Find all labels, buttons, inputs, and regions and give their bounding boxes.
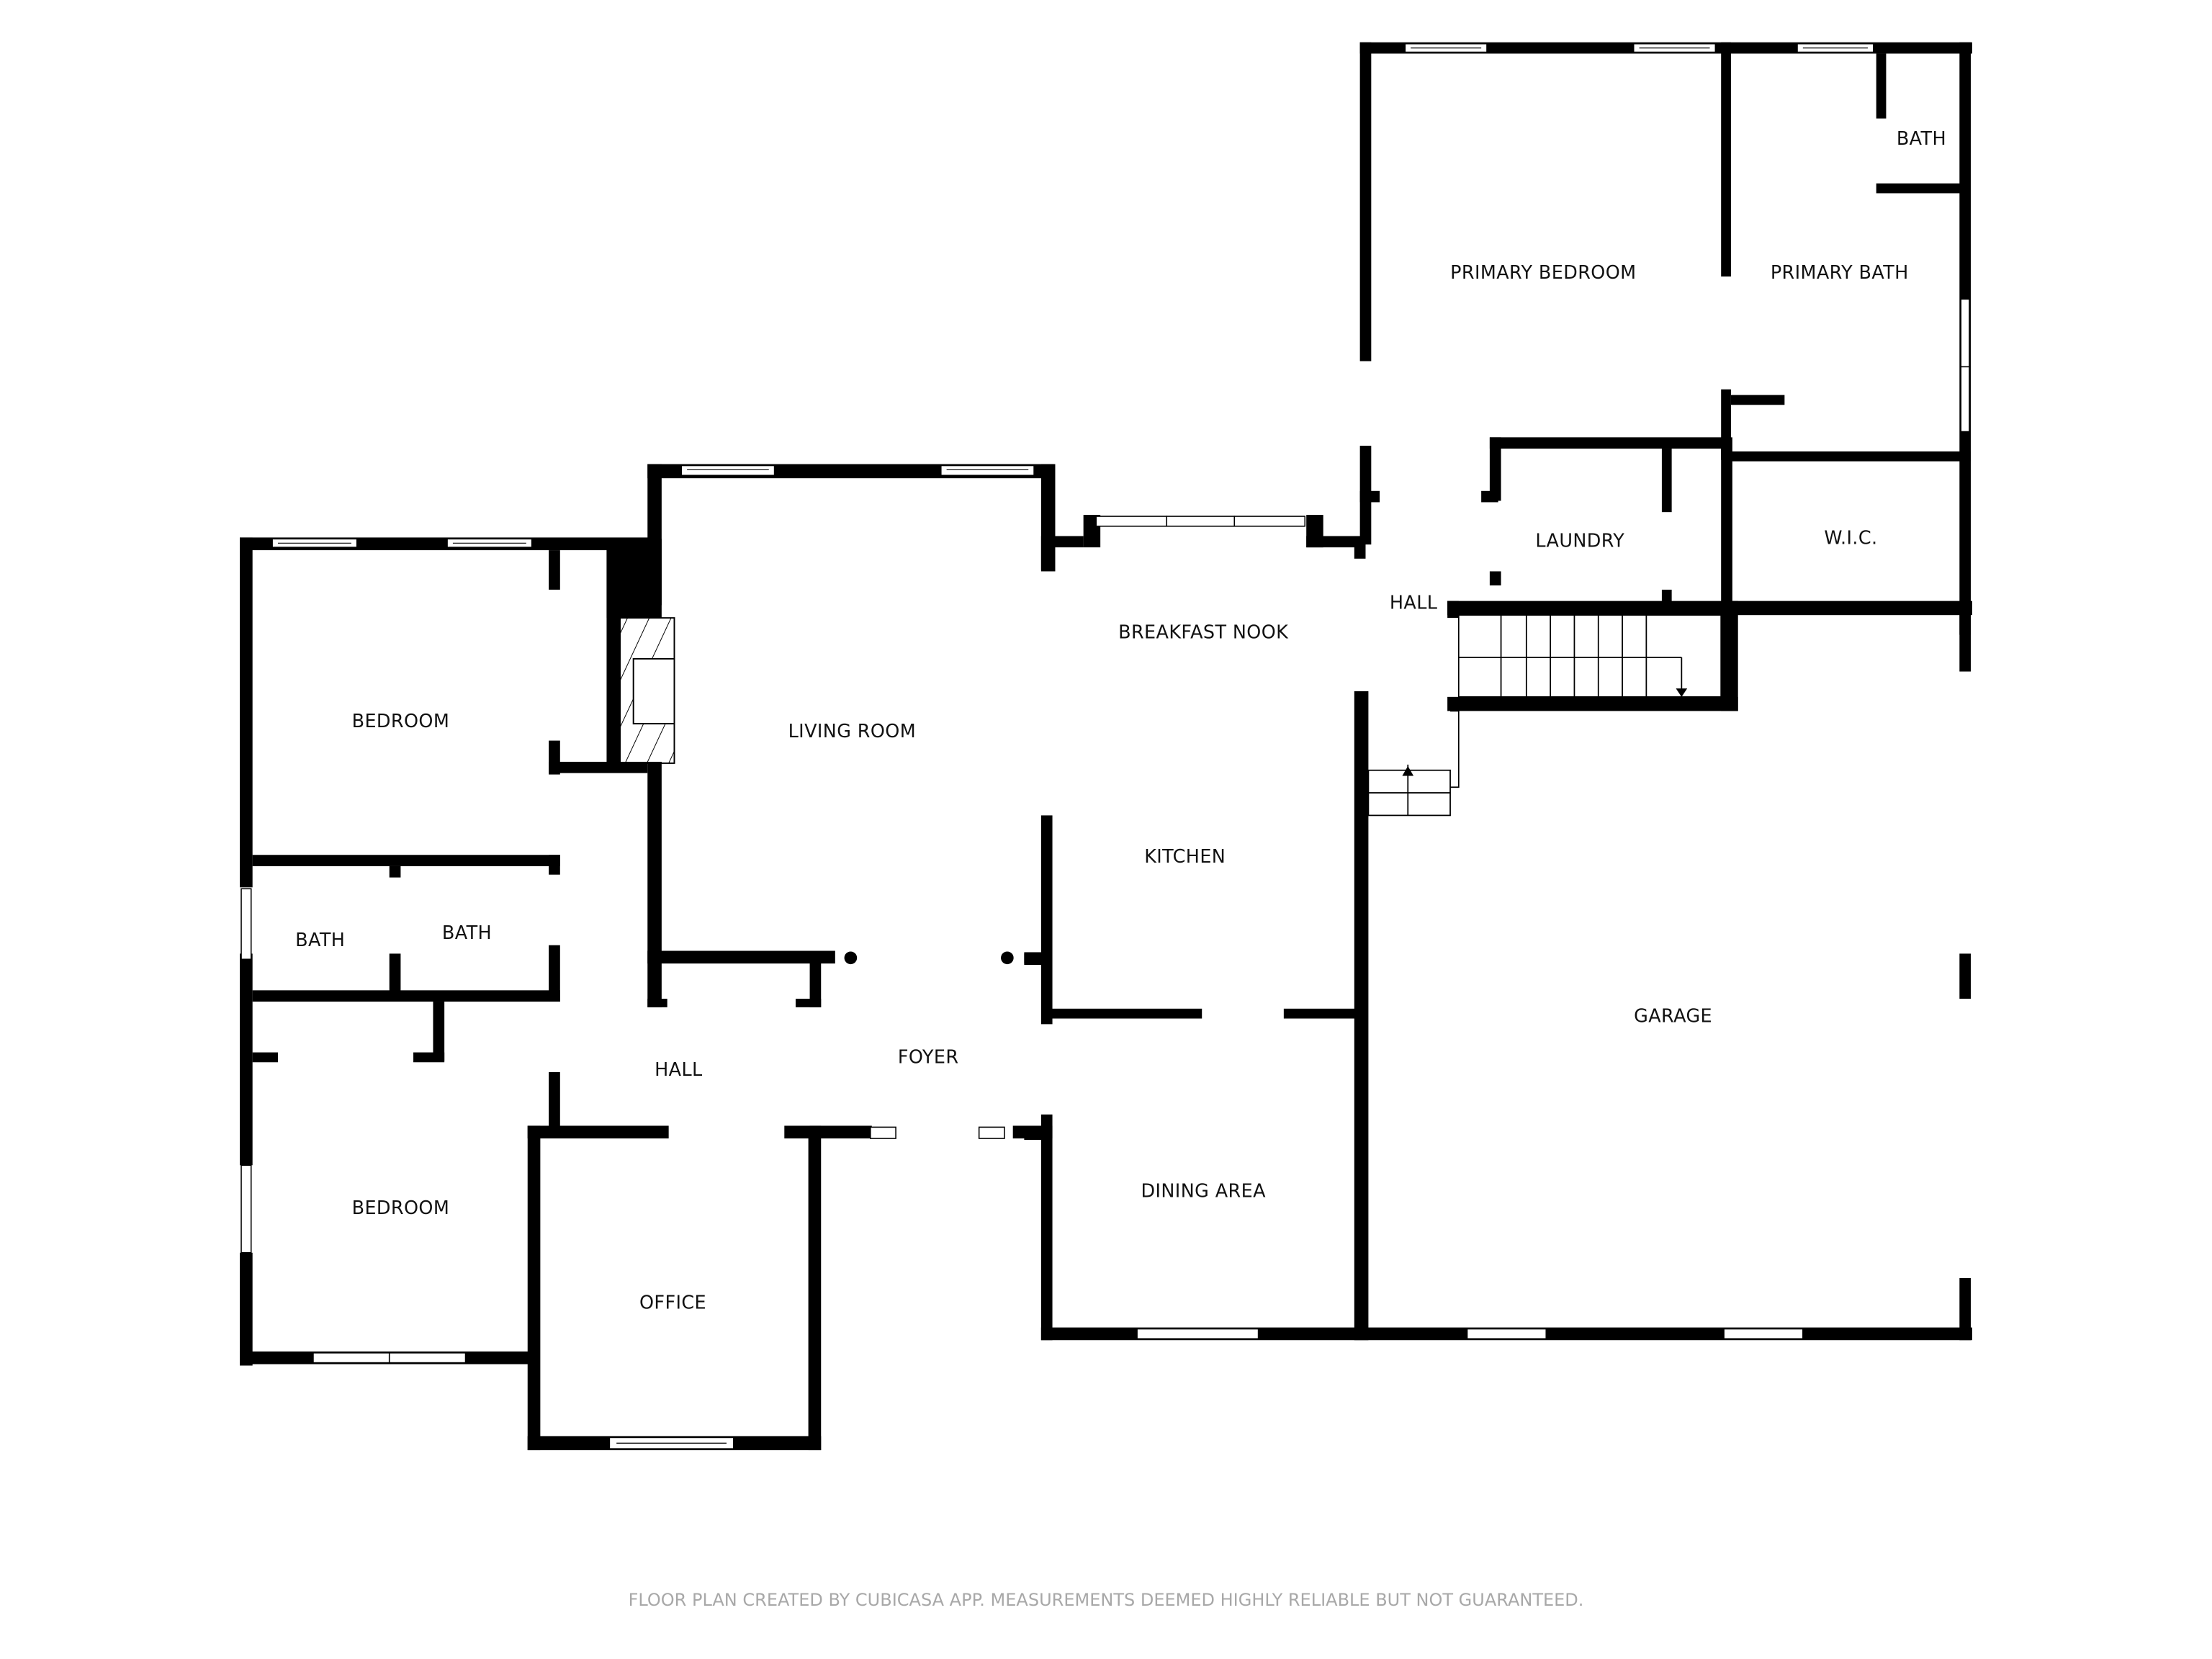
room-labels: PRIMARY BEDROOM PRIMARY BATH BATH W.I.C.… [295, 128, 1946, 1313]
room-label-kitchen: KITCHEN [1144, 846, 1226, 868]
room-label-hall-west: HALL [655, 1059, 703, 1081]
room-label-bedroom-north: BEDROOM [352, 711, 450, 732]
room-label-office: OFFICE [639, 1292, 706, 1313]
walls [240, 42, 1972, 1451]
disclaimer-footer: FLOOR PLAN CREATED BY CUBICASA APP. MEAS… [628, 1590, 1584, 1610]
room-label-living-room: LIVING ROOM [788, 721, 916, 742]
room-label-primary-bath: PRIMARY BATH [1771, 262, 1909, 284]
room-label-primary-bath-wc: BATH [1897, 128, 1946, 150]
windows [240, 42, 1970, 1449]
fireplace-icon [613, 617, 675, 764]
room-label-breakfast-nook: BREAKFAST NOOK [1118, 622, 1289, 644]
room-label-garage: GARAGE [1634, 1006, 1712, 1028]
room-label-primary-bedroom: PRIMARY BEDROOM [1450, 262, 1636, 284]
room-label-dining-area: DINING AREA [1141, 1181, 1266, 1202]
room-label-bath-center: BATH [442, 922, 492, 944]
room-label-bedroom-south: BEDROOM [352, 1197, 450, 1219]
stairs-up-icon [1367, 710, 1460, 817]
stairs-down-icon [1457, 614, 1722, 698]
room-label-hall-east: HALL [1390, 593, 1438, 614]
room-label-wic: W.I.C. [1824, 527, 1877, 549]
room-label-foyer: FOYER [898, 1046, 959, 1068]
room-label-laundry: LAUNDRY [1535, 530, 1624, 552]
room-label-bath-west: BATH [295, 930, 345, 951]
